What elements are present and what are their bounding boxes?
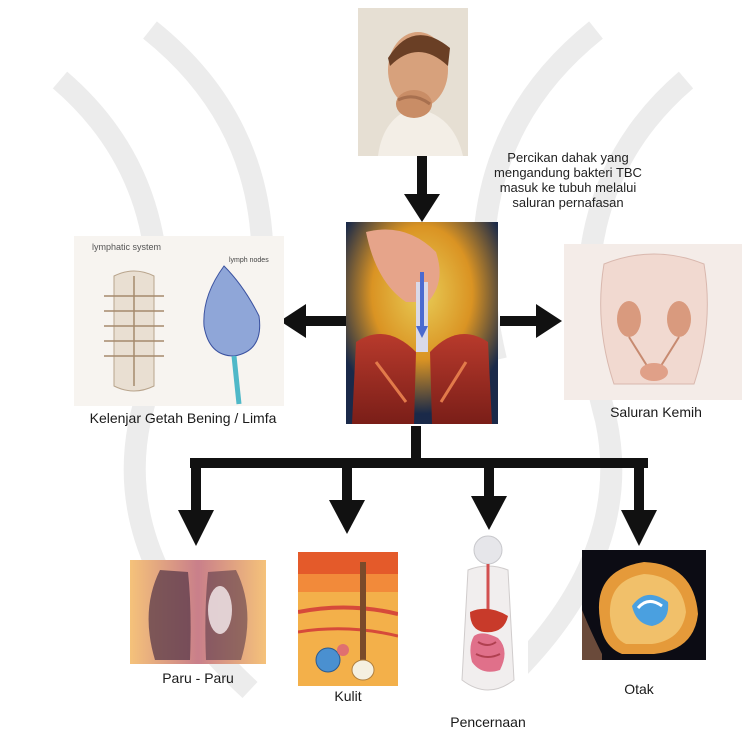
urinary-tract-image (564, 244, 742, 400)
lymph-nodes-inset-tag: lymph nodes (229, 257, 269, 264)
brain-caption: Otak (604, 681, 674, 697)
lungs-caption: Paru - Paru (138, 670, 258, 686)
digestive-caption: Pencernaan (438, 714, 538, 730)
brain-image (582, 550, 706, 660)
digestive-system-image (448, 530, 528, 716)
lymphatic-system-image: lymphatic system lymph nodes (74, 236, 284, 406)
note-line: masuk ke tubuh melalui (468, 180, 668, 195)
lymph-caption: Kelenjar Getah Bening / Limfa (74, 410, 292, 426)
note-line: mengandung bakteri TBC (468, 165, 668, 180)
note-line: saluran pernafasan (468, 195, 668, 210)
respiratory-tract-image (346, 222, 498, 424)
lungs-xray-image (130, 560, 266, 664)
note-line: Percikan dahak yang (468, 150, 668, 165)
skin-caption: Kulit (318, 688, 378, 704)
coughing-person-image (358, 8, 468, 156)
urinary-caption: Saluran Kemih (596, 404, 716, 420)
skin-layers-image (298, 552, 398, 686)
infection-route-note: Percikan dahak yang mengandung bakteri T… (468, 150, 668, 210)
lymphatic-inset-title: lymphatic system (92, 242, 161, 252)
